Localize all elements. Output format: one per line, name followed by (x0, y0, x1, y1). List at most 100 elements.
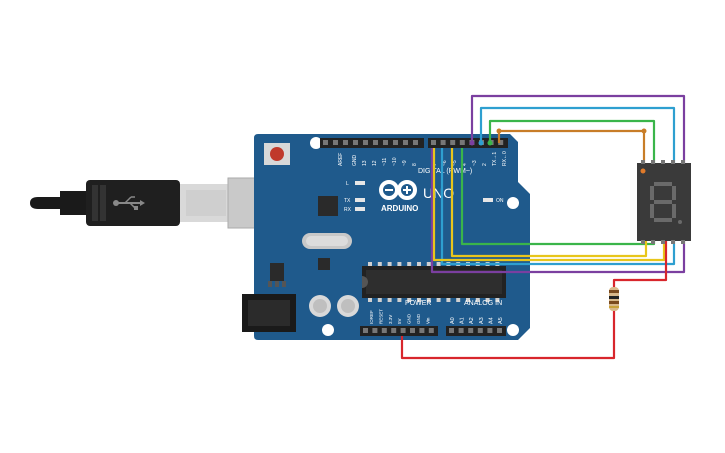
header-pin (403, 140, 408, 145)
chip-pin (368, 262, 372, 266)
digital-label: DIGITAL (PWM~) (418, 168, 472, 175)
mount-hole (507, 197, 519, 209)
brand-label: ARDUINO (381, 204, 418, 213)
header-pin (353, 140, 358, 145)
wire-joint (641, 128, 647, 134)
digital-pin-label: 4 (462, 163, 468, 166)
header-pin (323, 140, 328, 145)
analog-header (446, 326, 506, 336)
header-pin (449, 328, 454, 333)
header-pin (498, 140, 504, 145)
wire-red-2[interactable] (400, 310, 616, 360)
digital-pin-label: ~9 (402, 160, 408, 166)
header-pin (400, 328, 406, 333)
seven-segment-display[interactable]: 8 (637, 160, 691, 244)
display-pin (641, 240, 645, 244)
display-pin (651, 160, 655, 164)
mount-hole (322, 324, 334, 336)
header-pin (468, 328, 474, 333)
display-pin (651, 240, 655, 244)
wire-yellow-1[interactable] (450, 148, 648, 258)
aref-label: AREF (338, 153, 344, 166)
header-pin (477, 328, 483, 333)
digital-pin-label: 13 (362, 160, 368, 166)
led-tx-label: TX (344, 198, 351, 204)
small-chip (318, 258, 330, 270)
analog-pin-label: A2 (469, 317, 475, 324)
chip-pin (436, 262, 441, 266)
capacitor (337, 295, 359, 317)
digital-pin-label: TX→1 (492, 152, 498, 166)
header-pin (419, 328, 425, 333)
chip-pin (407, 298, 412, 302)
gnd-label: GND (352, 155, 358, 167)
chip-pin (397, 262, 402, 266)
power-label: POWER (405, 300, 431, 307)
header-pin (450, 140, 456, 145)
reset-button-icon (270, 147, 284, 161)
led-rx (355, 207, 365, 211)
wire-end (469, 140, 475, 146)
header-pin (391, 328, 397, 333)
usb-controller-chip (318, 196, 338, 216)
header-pin (413, 140, 418, 145)
display-pin (681, 240, 685, 244)
mount-hole (310, 137, 322, 149)
chip-pin (436, 298, 441, 302)
chip-pin (446, 298, 451, 302)
power-header (360, 326, 438, 336)
display-pin (671, 240, 675, 244)
usb-cable[interactable] (30, 177, 283, 229)
analog-pin-label: A4 (488, 317, 494, 324)
display-pin (641, 160, 645, 164)
header-left (320, 138, 424, 148)
chip-pin (397, 298, 402, 302)
chip-pin (475, 298, 480, 302)
header-pin (410, 328, 415, 333)
led-rx-label: RX (344, 207, 352, 213)
header-pin (381, 328, 387, 333)
led-on-label: ON (496, 198, 504, 204)
power-pin-label: GND (416, 313, 421, 324)
header-pin (333, 140, 338, 145)
power-pin-label: Vin (425, 317, 430, 324)
chip-pin (485, 298, 490, 302)
mount-hole (507, 324, 519, 336)
header-pin (363, 140, 368, 145)
header-pin (458, 328, 464, 333)
chip-pin (377, 298, 382, 302)
power-jack[interactable] (242, 294, 296, 332)
reset-button[interactable] (264, 143, 290, 165)
digital-pin-label: ~11 (382, 158, 388, 166)
seven-segment-digit (650, 182, 682, 224)
usb-icon (113, 196, 145, 210)
display-pin (671, 160, 675, 164)
wire-end (487, 140, 493, 146)
display-pin (681, 160, 685, 164)
chip-pin (426, 262, 431, 266)
digital-pin-label: ~3 (472, 160, 478, 166)
header-pin (459, 140, 465, 145)
header-pin (431, 140, 436, 145)
wire-red-1[interactable] (612, 240, 668, 288)
header-pin (363, 328, 368, 333)
chip-pin (426, 298, 431, 302)
chip-pin (377, 262, 382, 266)
crystal (302, 233, 352, 249)
led-tx (355, 198, 365, 202)
power-pin-label: 5V (397, 318, 402, 324)
header-pin (440, 140, 446, 145)
chip-pin (417, 262, 421, 266)
infinity-logo-icon (379, 180, 417, 200)
display-pin (661, 160, 665, 164)
chip-pin (456, 298, 461, 302)
resistor[interactable] (609, 287, 619, 311)
chip-pin (466, 298, 470, 302)
wires[interactable] (400, 94, 686, 360)
wire-orange[interactable] (497, 129, 646, 163)
wire-yellow-2[interactable] (432, 148, 666, 262)
display-pin (661, 240, 665, 244)
chip-pin (417, 298, 421, 302)
